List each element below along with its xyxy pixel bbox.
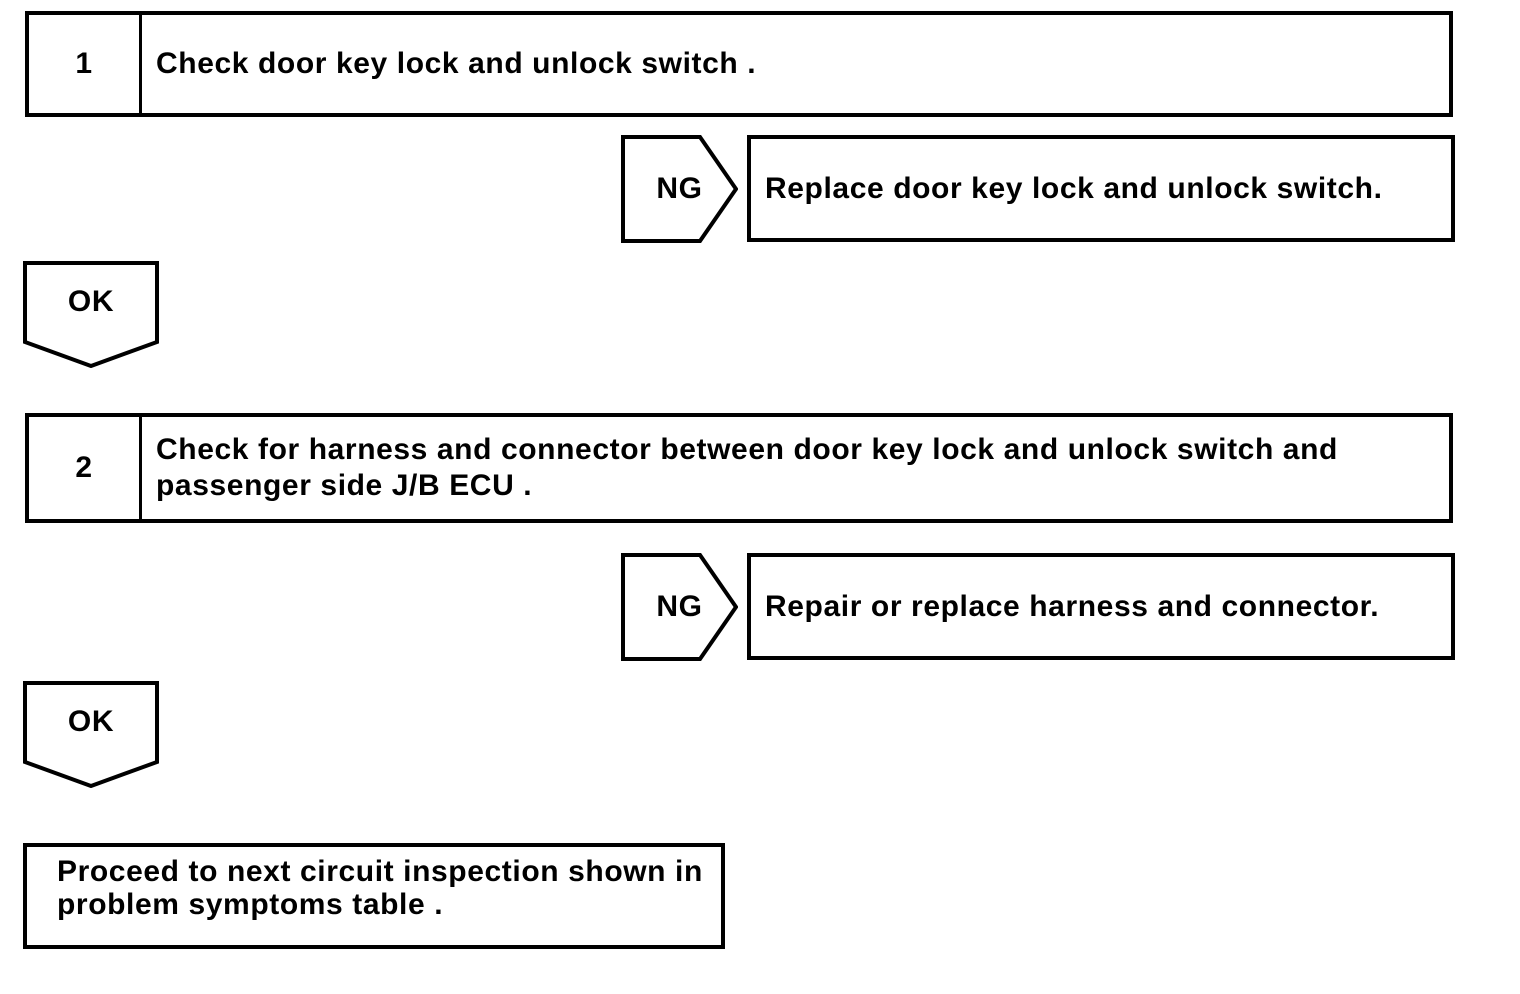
- ng-connector-1: NG: [621, 135, 738, 243]
- final-instruction-line-2: problem symptoms table .: [57, 888, 444, 921]
- ng-label: NG: [656, 590, 703, 623]
- ok-label: OK: [67, 704, 115, 738]
- ng-arrow-icon: [621, 553, 738, 661]
- step-1-instruction: Check door key lock and unlock switch .: [156, 47, 757, 80]
- ng-label: NG: [656, 172, 703, 205]
- ok-arrow-icon: [23, 261, 159, 368]
- ng-connector-2: NG: [621, 553, 738, 661]
- ng-result-2-box: Repair or replace harness and connector.: [747, 553, 1455, 660]
- step-2-number: 2: [29, 417, 142, 519]
- step-2-instruction-line-2: passenger side J/B ECU .: [156, 469, 533, 502]
- ok-connector-1: OK: [23, 261, 159, 368]
- step-1-box: 1 Check door key lock and unlock switch …: [25, 11, 1453, 117]
- ok-label: OK: [67, 284, 115, 318]
- step-2-instruction: Check for harness and connector between …: [142, 432, 1338, 504]
- ng-result-1-box: Replace door key lock and unlock switch.: [747, 135, 1455, 242]
- ng-arrow-icon: [621, 135, 738, 243]
- step-2-instruction-line-1: Check for harness and connector between …: [156, 433, 1338, 466]
- ng-result-1-text: Replace door key lock and unlock switch.: [765, 171, 1383, 205]
- ok-connector-2: OK: [23, 681, 159, 788]
- step-1-number: 1: [29, 15, 142, 113]
- ok-arrow-icon: [23, 681, 159, 788]
- step-2-box: 2 Check for harness and connector betwee…: [25, 413, 1453, 523]
- final-instruction-box: Proceed to next circuit inspection shown…: [23, 843, 725, 949]
- final-instruction-line-1: Proceed to next circuit inspection shown…: [57, 855, 703, 888]
- ng-result-2-text: Repair or replace harness and connector.: [765, 589, 1380, 623]
